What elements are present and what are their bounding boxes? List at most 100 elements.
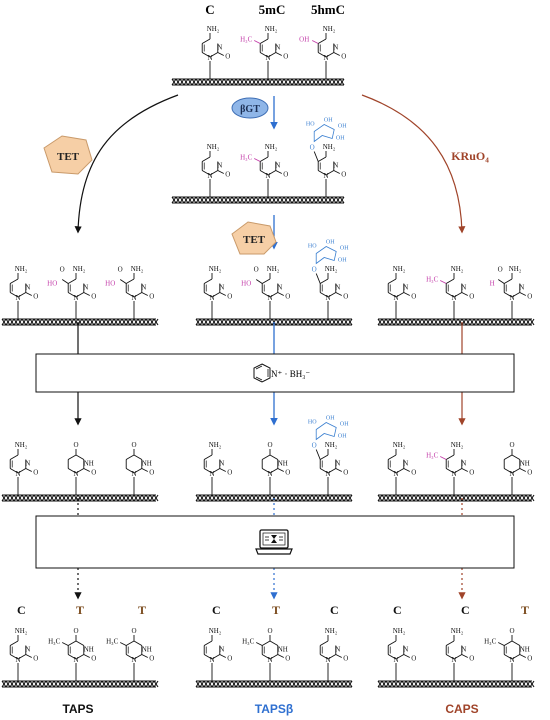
svg-text:TET: TET [57, 151, 80, 163]
atom-label: N [217, 162, 222, 170]
atom-label: O [343, 469, 348, 477]
atom-label: O [227, 469, 232, 477]
atom-label: O [312, 442, 317, 450]
dna-strand [377, 318, 535, 326]
atom-label: H₃C [242, 638, 254, 646]
atom-label: O [91, 293, 96, 301]
dna-strand [1, 494, 159, 502]
atom-label: N [73, 656, 78, 664]
dna-strand [1, 680, 159, 688]
atom-label: O [411, 293, 416, 301]
atom-label: O [527, 469, 532, 477]
atom-label: O [411, 655, 416, 663]
atom-label: N [393, 656, 398, 664]
sequencing-box [35, 515, 515, 569]
atom-label: O [33, 469, 38, 477]
atom-label: OH [336, 136, 345, 142]
atom-label: O [225, 53, 230, 61]
atom-label: N [25, 646, 30, 654]
atom-label: H₃C [240, 154, 252, 162]
atom-label: N [25, 460, 30, 468]
atom-label: O [469, 655, 474, 663]
atom-label: N [393, 294, 398, 302]
atom-label: H₃C [48, 638, 60, 646]
atom-label: NH [84, 460, 94, 468]
atom-label: O [149, 655, 154, 663]
atom-label: O [73, 441, 78, 449]
atom-label: H [490, 280, 495, 288]
atom-label: NH₂ [451, 265, 464, 273]
pyridine-ring-icon [253, 363, 271, 383]
atom-label: N [131, 470, 136, 478]
atom-label: O [225, 171, 230, 179]
atom-label: O [285, 469, 290, 477]
atom-label: O [254, 266, 259, 274]
atom-label: O [312, 266, 317, 274]
atom-label: N [265, 54, 270, 62]
atom-label: O [149, 469, 154, 477]
atom-label: N [275, 162, 280, 170]
atom-label: NH₂ [15, 265, 28, 273]
atom-label: H₃C [106, 638, 118, 646]
atom-label: NH₂ [209, 265, 222, 273]
label-c: C [205, 2, 214, 17]
dna-strand [377, 494, 535, 502]
readout-tapsb-3: C [330, 603, 339, 617]
readout-caps: C C T [393, 603, 529, 617]
readout-caps-3: T [521, 603, 529, 617]
atom-label: O [73, 627, 78, 635]
atom-label: O [283, 171, 288, 179]
atom-label: O [285, 655, 290, 663]
atom-label: NH [520, 460, 530, 468]
atom-label: O [227, 293, 232, 301]
tet-enzyme-center: TET [231, 221, 277, 255]
atom-label: N [73, 294, 78, 302]
reagent-label: N⁺ · BH₃⁻ [271, 369, 310, 379]
readout-caps-1: C [393, 603, 402, 617]
atom-label: N [25, 284, 30, 292]
laptop-icon [255, 529, 293, 555]
arrow-right-curve [361, 94, 466, 234]
atom-label: O [285, 293, 290, 301]
dna-strand [377, 680, 535, 688]
atom-label: NH [278, 460, 288, 468]
atom-label: N [325, 294, 330, 302]
atom-label: NH₂ [15, 627, 28, 635]
atom-label: N [403, 646, 408, 654]
atom-label: HO [308, 420, 317, 426]
atom-label: O [131, 627, 136, 635]
atom-label: N [509, 294, 514, 302]
atom-label: N [333, 162, 338, 170]
dna-strand [171, 196, 345, 204]
atom-label: NH [84, 646, 94, 654]
atom-label: N [131, 656, 136, 664]
atom-label: N [217, 44, 222, 52]
label-5mc: 5mC [259, 2, 286, 17]
label-5hmc: 5hmC [311, 2, 345, 17]
readout-taps-3: T [138, 603, 146, 617]
atom-label: N [219, 460, 224, 468]
atom-label: O [509, 441, 514, 449]
atom-label: N [323, 54, 328, 62]
svg-text:TET: TET [243, 234, 266, 246]
atom-label: O [33, 293, 38, 301]
atom-label: NH₂ [325, 265, 338, 273]
atom-label: HO [47, 280, 57, 288]
